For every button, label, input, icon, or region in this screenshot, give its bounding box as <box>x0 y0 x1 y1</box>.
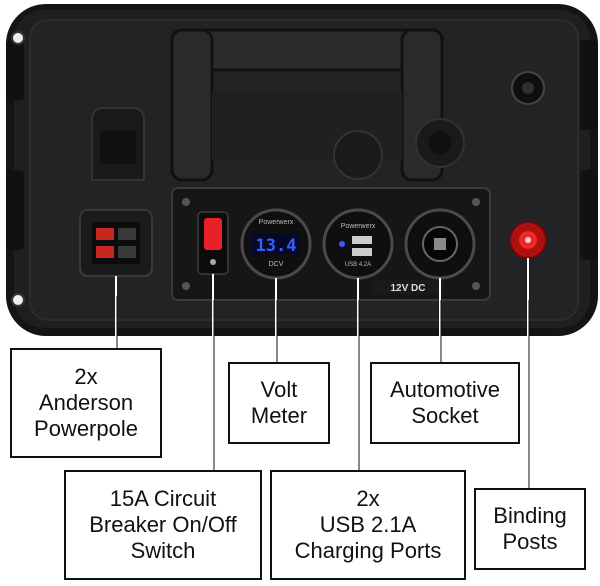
usb-port-2 <box>352 248 372 256</box>
anderson-pole-black-2 <box>118 246 136 258</box>
binding-post-black-center <box>522 82 534 94</box>
breaker-off-mark <box>210 259 216 265</box>
leader-outlines <box>116 296 530 488</box>
plate-label: 12V DC <box>390 283 425 294</box>
callout-usb-line-3: Charging Ports <box>294 538 442 563</box>
callout-voltmeter: Volt Meter <box>228 362 330 444</box>
voltmeter-screen <box>252 234 300 254</box>
callout-breaker-line-1: 15A Circuit <box>109 486 217 511</box>
plate-label-bg <box>372 280 444 294</box>
anderson-cap-plug <box>100 130 136 164</box>
callout-breaker-line-3: Switch <box>130 538 196 563</box>
usb-brand: Powerwerx <box>341 223 376 230</box>
panel-screw-tl <box>182 198 190 206</box>
left-latch-bottom <box>6 170 24 250</box>
usb-dust-cap <box>333 130 383 180</box>
voltmeter-brand: Powerwerx <box>259 219 294 226</box>
callout-voltmeter-line-2: Meter <box>250 403 308 428</box>
callout-usb-line-2: USB 2.1A <box>319 512 417 537</box>
mount-hole-bl <box>11 293 25 307</box>
callout-anderson-line-3: Powerpole <box>34 416 138 441</box>
callout-binding-line-2: Posts <box>502 529 558 554</box>
callout-breaker-line-2: Breaker On/Off <box>89 512 237 537</box>
right-latch-bottom <box>580 170 598 260</box>
socket-cap-center <box>428 131 452 155</box>
socket-contact <box>434 238 446 250</box>
voltmeter-unit: DCV <box>269 261 284 268</box>
callout-usb: 2x USB 2.1A Charging Ports <box>270 470 466 580</box>
mount-hole-tl <box>11 31 25 45</box>
callout-voltmeter-line-1: Volt <box>260 377 298 402</box>
anderson-pole-red-2 <box>96 246 114 258</box>
callout-binding: Binding Posts <box>474 488 586 570</box>
callout-usb-line-1: 2x <box>356 486 380 511</box>
callout-automotive-line-1: Automotive <box>389 377 501 402</box>
callout-anderson-line-2: Anderson <box>38 390 134 415</box>
right-latch-top <box>580 40 598 130</box>
leader-lines <box>115 258 529 488</box>
handle-left-arm <box>170 28 214 182</box>
callout-automotive-line-2: Socket <box>411 403 479 428</box>
voltmeter-reading: 13.4 <box>256 236 297 256</box>
panel-screw-bl <box>182 282 190 290</box>
breaker-switch-rocker <box>204 218 222 250</box>
callout-anderson-line-1: 2x <box>74 364 98 389</box>
usb-rating: USB 4.2A <box>345 262 371 268</box>
usb-port-1 <box>352 236 372 244</box>
callout-breaker: 15A Circuit Breaker On/Off Switch <box>64 470 262 580</box>
panel-screw-br <box>472 282 480 290</box>
callout-anderson: 2x Anderson Powerpole <box>10 348 162 458</box>
left-latch-top <box>6 40 24 100</box>
callout-automotive: Automotive Socket <box>370 362 520 444</box>
anderson-pole-red-1 <box>96 228 114 240</box>
callout-binding-line-1: Binding <box>493 503 567 528</box>
binding-post-red-hole <box>525 237 531 243</box>
panel-screw-tr <box>472 198 480 206</box>
anderson-pole-black-1 <box>118 228 136 240</box>
usb-led <box>339 241 345 247</box>
